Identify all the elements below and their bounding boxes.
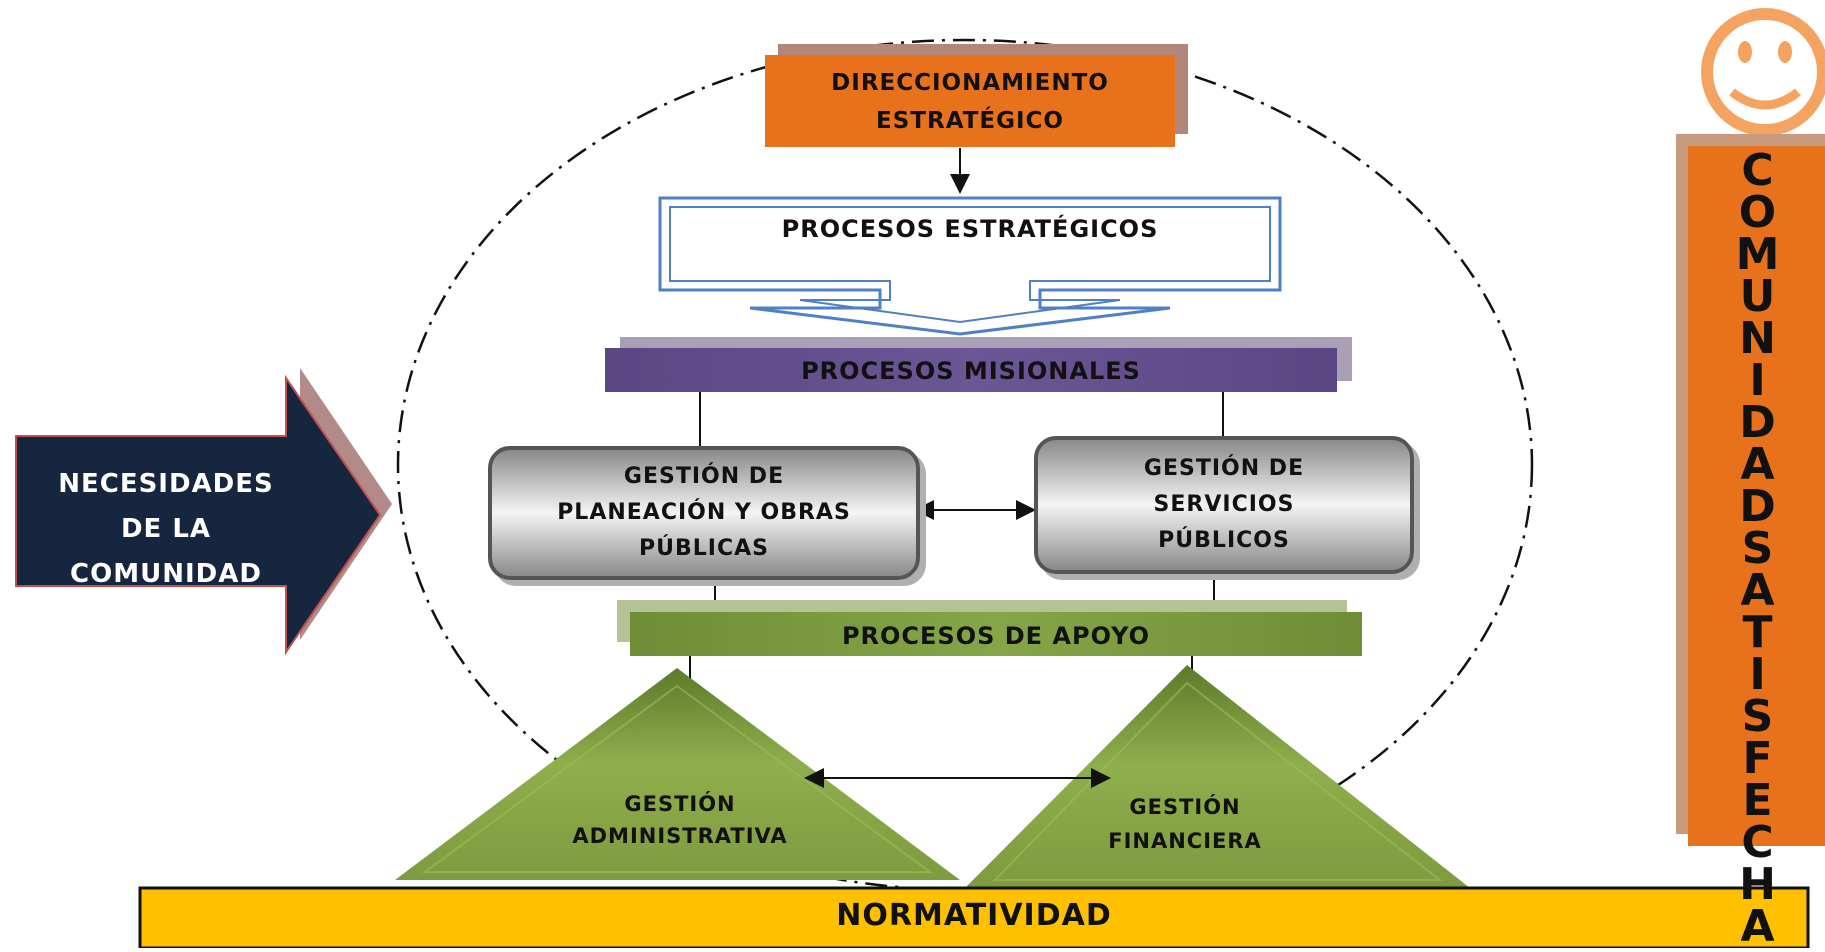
satisfecha-letter: E bbox=[1742, 775, 1773, 826]
direccionamiento-line2: ESTRATÉGICO bbox=[876, 108, 1064, 134]
gestion-servicios-box: GESTIÓN DE SERVICIOS PÚBLICOS bbox=[1034, 436, 1414, 574]
procesos-estrategicos-label: PROCESOS ESTRATÉGICOS bbox=[781, 215, 1159, 243]
satisfecha-letter: A bbox=[1740, 901, 1775, 952]
gestion-administrativa-line2: ADMINISTRATIVA bbox=[572, 824, 788, 848]
satisfecha-letter: A bbox=[1740, 565, 1775, 616]
comunidad-letter: N bbox=[1739, 313, 1776, 364]
gestion-planeacion-box: GESTIÓN DE PLANEACIÓN Y OBRAS PÚBLICAS bbox=[488, 446, 920, 580]
comunidad-letter: D bbox=[1739, 481, 1776, 532]
satisfecha-letter: C bbox=[1741, 817, 1774, 868]
gestion-financiera-line2: FINANCIERA bbox=[1108, 829, 1262, 853]
procesos-misionales-bar bbox=[605, 348, 1337, 392]
necesidades-line3: COMUNIDAD bbox=[70, 559, 262, 589]
comunidad-letter: D bbox=[1739, 397, 1776, 448]
comunidad-letter: A bbox=[1740, 439, 1775, 490]
satisfecha-letter: I bbox=[1749, 649, 1766, 700]
normatividad-bar bbox=[138, 886, 1810, 948]
gestion-planeacion-line3: PÚBLICAS bbox=[639, 536, 769, 561]
procesos-misionales-label: PROCESOS MISIONALES bbox=[801, 357, 1141, 385]
procesos-estrategicos-arrow bbox=[658, 196, 1282, 336]
gestion-administrativa-line1: GESTIÓN bbox=[624, 792, 736, 816]
comunidad-letter: O bbox=[1738, 187, 1777, 238]
necesidades-arrow bbox=[15, 374, 382, 656]
satisfecha-letter: S bbox=[1741, 691, 1774, 742]
gestion-planeacion-line1: GESTIÓN DE bbox=[623, 464, 785, 489]
comunidad-letter: I bbox=[1749, 355, 1766, 406]
direccionamiento-label: DIRECCIONAMIENTO ESTRATÉGICO bbox=[765, 64, 1175, 140]
comunidad-letter: U bbox=[1739, 271, 1776, 322]
satisfecha-letter: H bbox=[1739, 859, 1776, 910]
smiley-icon bbox=[1701, 8, 1825, 136]
gestion-planeacion-line2: PLANEACIÓN Y OBRAS bbox=[557, 500, 851, 525]
satisfecha-letter: S bbox=[1741, 523, 1774, 574]
gestion-servicios-line3: PÚBLICOS bbox=[1158, 528, 1290, 553]
comunidad-letter: C bbox=[1741, 145, 1774, 196]
procesos-apoyo-label: PROCESOS DE APOYO bbox=[841, 622, 1151, 650]
direccionamiento-box bbox=[765, 55, 1175, 147]
gestion-financiera-line1: GESTIÓN bbox=[1129, 795, 1241, 819]
necesidades-label: NECESIDADES DE LA COMUNIDAD bbox=[16, 462, 316, 597]
satisfecha-letter: T bbox=[1742, 607, 1773, 658]
satisfecha-letter: F bbox=[1742, 733, 1773, 784]
comunidad-letter: M bbox=[1735, 229, 1780, 280]
procesos-apoyo-bar bbox=[630, 612, 1362, 656]
triangle-financiera bbox=[965, 665, 1470, 888]
gestion-servicios-line1: GESTIÓN DE bbox=[1143, 456, 1305, 481]
gestion-administrativa-label: GESTIÓN ADMINISTRATIVA bbox=[530, 788, 830, 852]
gestion-financiera-label: GESTIÓN FINANCIERA bbox=[1065, 790, 1305, 858]
direccionamiento-line1: DIRECCIONAMIENTO bbox=[831, 70, 1109, 96]
necesidades-line2: DE LA bbox=[120, 514, 212, 544]
comunidad-satisfecha-banner bbox=[1688, 146, 1825, 846]
gestion-servicios-line2: SERVICIOS bbox=[1153, 492, 1295, 517]
triangle-administrativa bbox=[395, 668, 960, 880]
necesidades-line1: NECESIDADES bbox=[58, 469, 274, 499]
normatividad-label: NORMATIVIDAD bbox=[836, 898, 1112, 933]
